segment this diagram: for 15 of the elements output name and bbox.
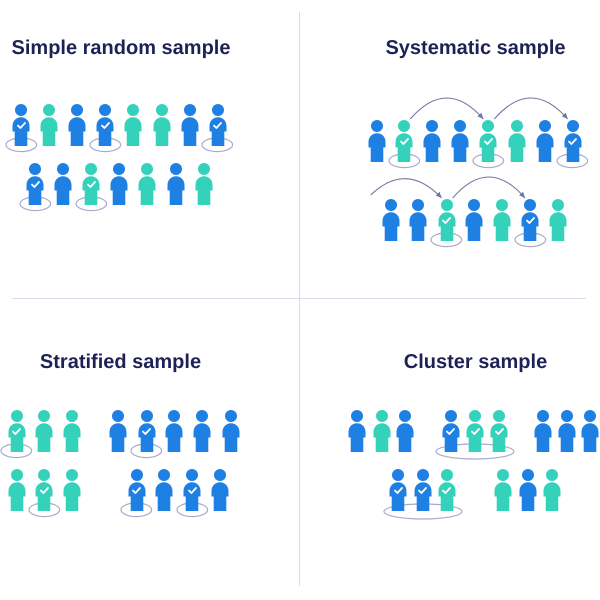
person-icon bbox=[395, 120, 414, 162]
arrow bbox=[494, 98, 568, 120]
selection-ellipse bbox=[382, 502, 462, 520]
selection-ellipse bbox=[435, 443, 515, 460]
person-icon bbox=[564, 120, 582, 162]
arrow bbox=[452, 176, 526, 198]
person-icon bbox=[521, 199, 539, 241]
arrow bbox=[370, 178, 442, 198]
person-icon bbox=[479, 120, 498, 162]
section-title: Simple random sample bbox=[12, 36, 230, 60]
arrow bbox=[410, 97, 484, 120]
section-title: Stratified sample bbox=[40, 350, 202, 374]
section-title: Systematic sample bbox=[385, 36, 566, 60]
section-title: Cluster sample bbox=[404, 350, 548, 374]
person-icon bbox=[438, 199, 456, 241]
